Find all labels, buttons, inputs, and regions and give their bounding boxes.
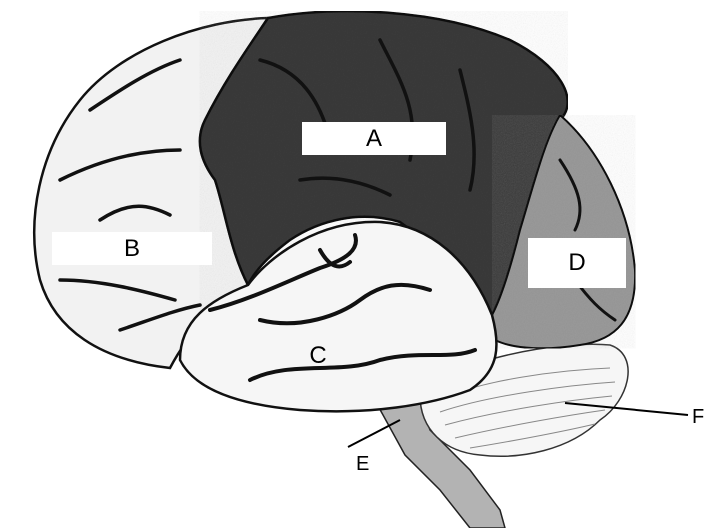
label-box-b: B xyxy=(52,232,212,265)
label-box-d: D xyxy=(528,238,626,288)
label-b: B xyxy=(124,235,140,263)
label-a: A xyxy=(366,125,382,153)
label-f: F xyxy=(692,406,704,429)
label-box-c: C xyxy=(248,338,388,374)
label-e: E xyxy=(356,453,369,476)
label-c: C xyxy=(309,342,326,370)
label-box-a: A xyxy=(302,122,446,155)
label-d: D xyxy=(568,249,585,277)
pointer-line-e xyxy=(348,420,400,447)
